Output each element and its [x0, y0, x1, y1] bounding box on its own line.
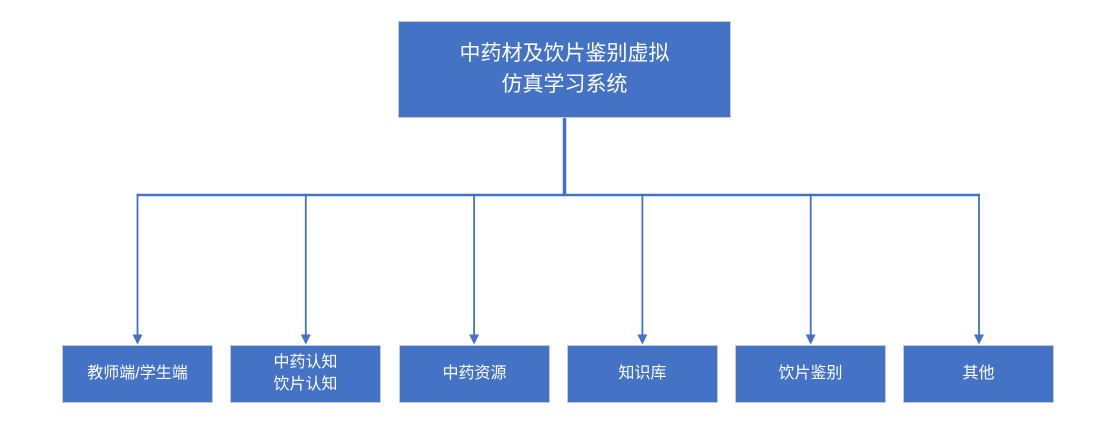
node-herb-and-piece-cognition: 中药认知 饮片认知 [230, 345, 381, 403]
node-label: 知识库 [618, 364, 667, 382]
node-root-system-title: 中药材及饮片鉴别虚拟 仿真学习系统 [398, 21, 731, 118]
node-label: 饮片鉴别 [778, 364, 843, 382]
node-piece-identification: 饮片鉴别 [735, 345, 886, 403]
node-label-line-2: 饮片认知 [273, 376, 338, 393]
node-teacher-student-portal: 教师端/学生端 [62, 345, 213, 403]
node-herb-resources: 中药资源 [399, 345, 550, 403]
node-label: 教师端/学生端 [87, 364, 188, 382]
node-label-line-1: 中药认知 [273, 353, 338, 371]
node-label: 其他 [962, 364, 995, 382]
node-knowledge-base: 知识库 [567, 345, 718, 403]
root-title-line-2: 仿真学习系统 [501, 72, 628, 96]
node-label: 中药资源 [442, 364, 507, 382]
node-other: 其他 [903, 345, 1054, 403]
root-title-line-1: 中药材及饮片鉴别虚拟 [459, 42, 670, 66]
